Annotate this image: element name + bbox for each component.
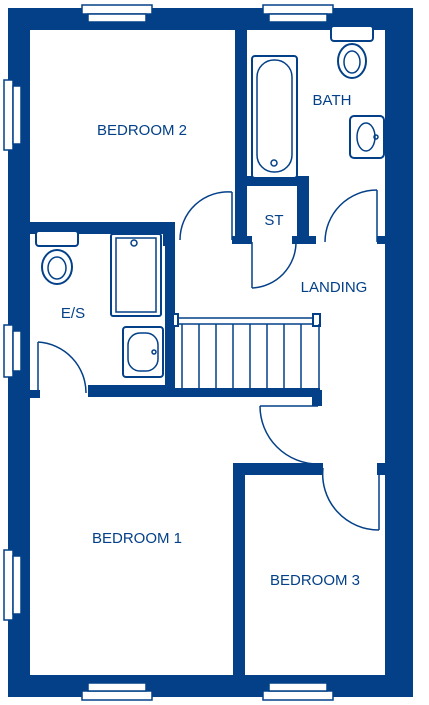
label-bedroom2: BEDROOM 2 [97, 122, 187, 139]
door-bedroom2 [179, 191, 233, 241]
bath-toilet [330, 25, 374, 79]
door-ensuite [37, 341, 87, 394]
door-bedroom1 [259, 405, 319, 465]
bath-basin [349, 115, 385, 159]
window-left-ensuite [3, 324, 22, 378]
ensuite-basin [122, 326, 164, 378]
doors [37, 189, 380, 531]
label-bedroom3: BEDROOM 3 [270, 572, 360, 589]
label-st: ST [264, 212, 283, 229]
staircase [172, 313, 321, 388]
ensuite-toilet [35, 230, 79, 285]
room-labels: BEDROOM 2 BATH ST LANDING E/S BEDROOM 1 … [61, 92, 367, 589]
fixtures [35, 25, 385, 388]
window-bottom-right [262, 682, 334, 701]
window-top-right [262, 4, 334, 23]
windows [3, 4, 334, 701]
window-top-left [81, 4, 153, 23]
ensuite-shower [110, 233, 162, 317]
window-bottom-left [81, 682, 153, 701]
door-bath [324, 189, 378, 243]
walls [8, 8, 413, 697]
label-es: E/S [61, 305, 85, 322]
bath-tub [251, 55, 298, 179]
door-bedroom3 [321, 467, 380, 531]
label-bedroom1: BEDROOM 1 [92, 530, 182, 547]
label-landing: LANDING [301, 279, 368, 296]
door-storage [251, 241, 297, 289]
label-bath: BATH [313, 92, 352, 109]
window-left-bedroom1 [3, 549, 22, 621]
window-left-bedroom2 [3, 79, 22, 151]
